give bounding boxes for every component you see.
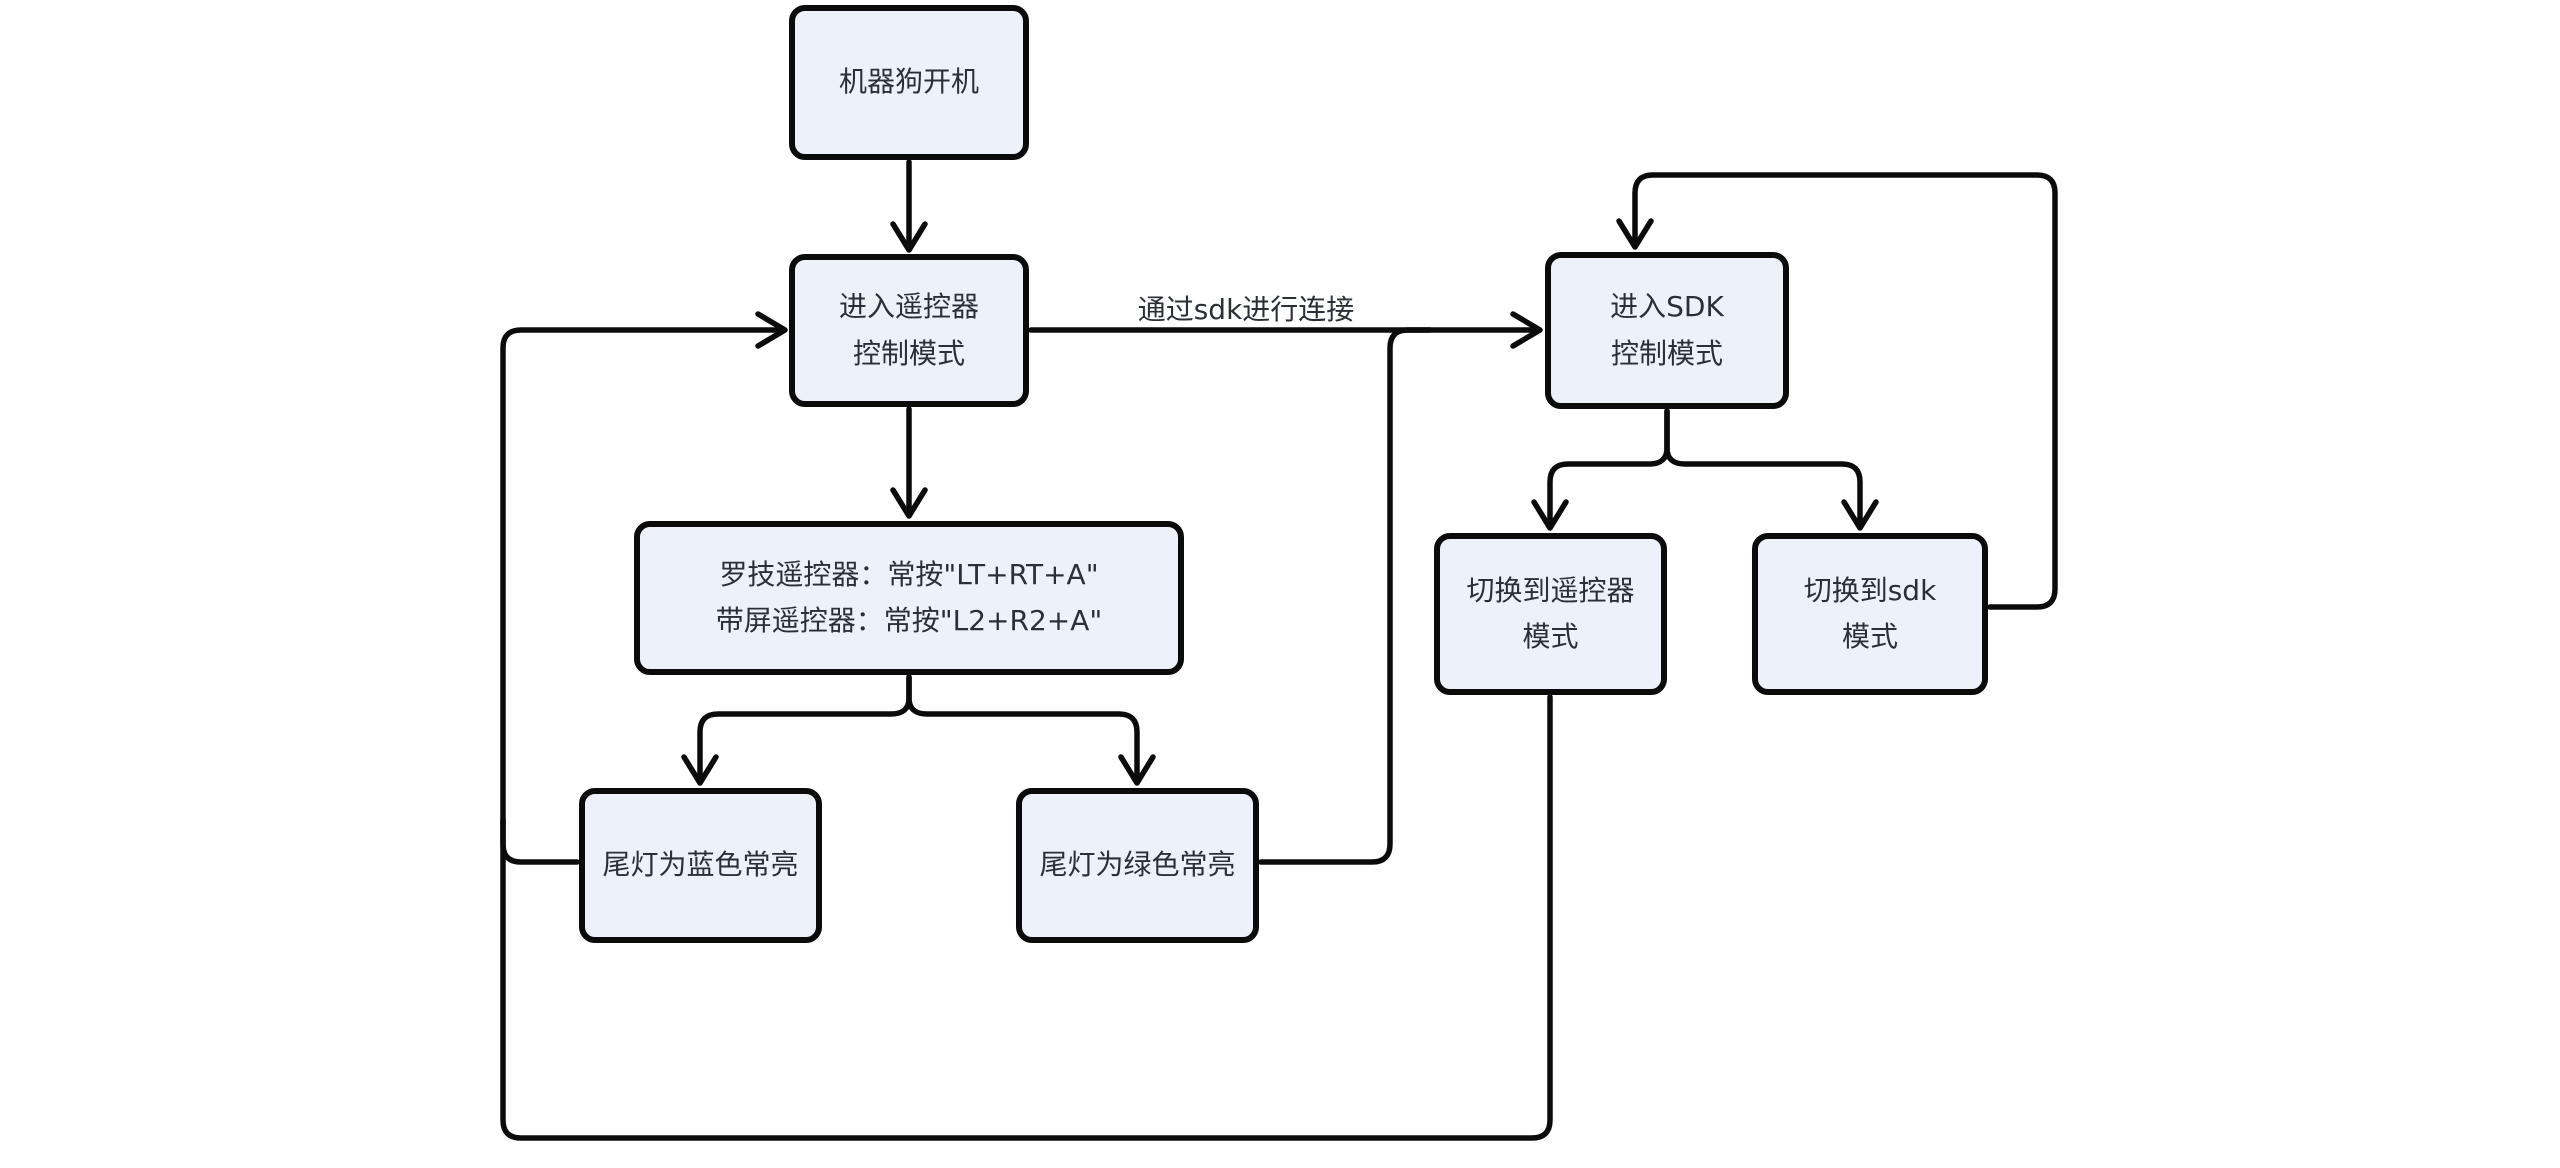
node-remote-mode: 进入遥控器 控制模式 xyxy=(789,254,1029,407)
edge-label-sdk-connect: 通过sdk进行连接 xyxy=(1137,293,1355,326)
edge-switch-sdk-to-sdk-mode xyxy=(1632,172,2058,610)
node-tail-blue: 尾灯为蓝色常亮 xyxy=(579,788,822,943)
node-tail-green: 尾灯为绿色常亮 xyxy=(1016,788,1259,943)
edge-sdk-mode-to-switch-sdk xyxy=(1664,408,1863,529)
node-sdk-mode: 进入SDK 控制模式 xyxy=(1545,252,1789,409)
node-power-on: 机器狗开机 xyxy=(789,5,1029,160)
node-switch-remote: 切换到遥控器 模式 xyxy=(1434,533,1667,695)
arrowhead-remote-mode-top xyxy=(890,221,928,253)
edge-sdk-mode-to-switch-remote xyxy=(1547,408,1670,529)
arrowhead-button-combo-top xyxy=(890,487,928,519)
node-switch-sdk: 切换到sdk 模式 xyxy=(1752,533,1988,695)
edge-tail-green-to-sdk-mode xyxy=(1258,327,1433,865)
edge-tail-blue-to-remote-mode xyxy=(500,817,580,865)
edge-button-combo-to-tail-green xyxy=(906,674,1140,784)
arrowhead-sdk-mode-top xyxy=(1616,218,1654,250)
arrowhead-tail-green-top xyxy=(1118,754,1156,786)
edge-button-combo-to-tail-blue xyxy=(697,674,912,784)
arrowhead-sdk-mode-left xyxy=(1510,311,1543,349)
node-button-combo: 罗技遥控器：常按"LT+RT+A" 带屏遥控器：常按"L2+R2+A" xyxy=(634,521,1184,675)
arrowhead-switch-remote-top xyxy=(1531,499,1569,531)
arrowhead-remote-mode-left xyxy=(755,311,788,349)
arrowhead-tail-blue-top xyxy=(681,754,719,786)
arrowhead-switch-sdk-top xyxy=(1841,499,1879,531)
edge-switch-remote-to-remote-mode xyxy=(500,327,1553,1141)
